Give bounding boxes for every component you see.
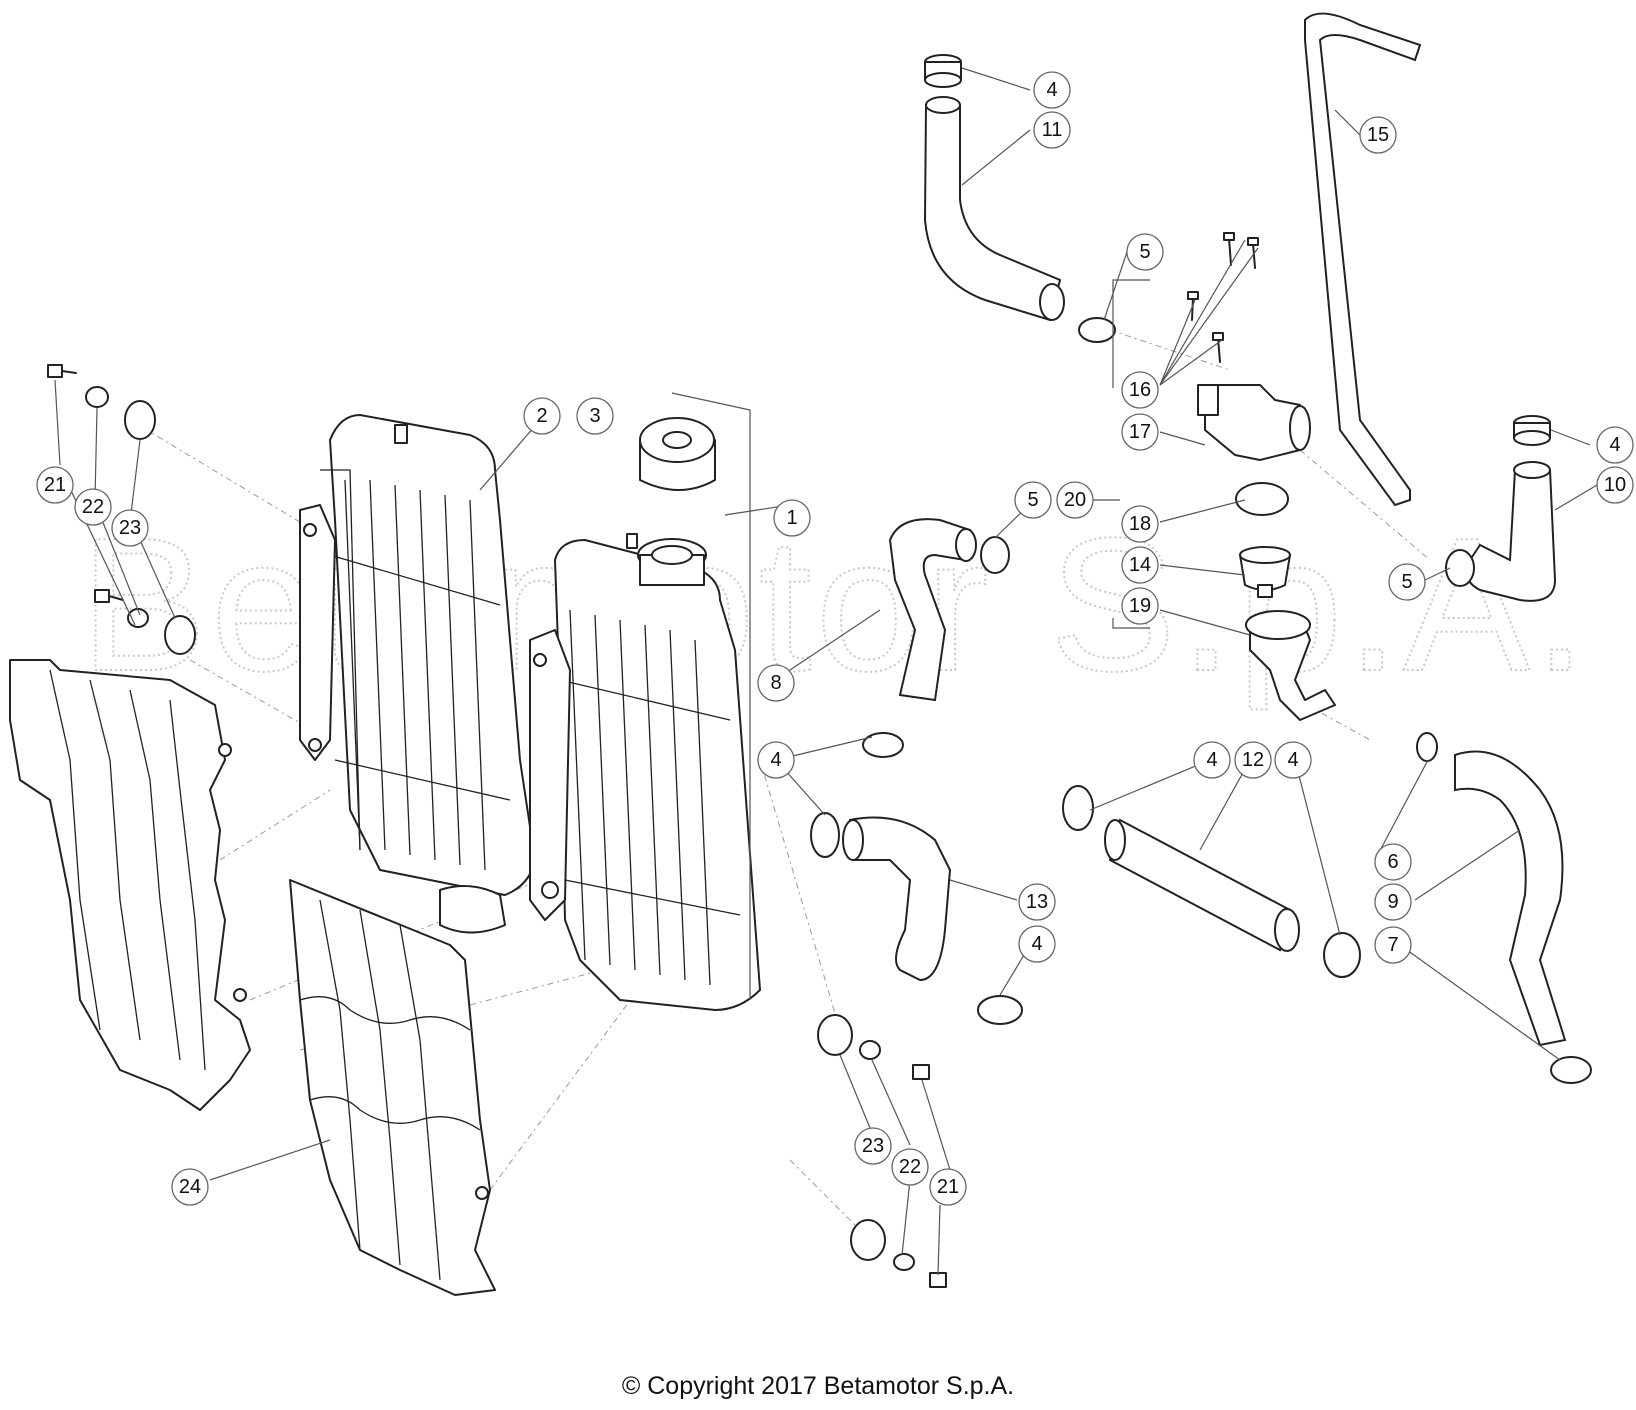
callout-6: 6 <box>1374 843 1412 881</box>
svg-text:4: 4 <box>770 749 781 771</box>
callout-leaders <box>54 67 1598 1276</box>
svg-text:5: 5 <box>1139 241 1150 263</box>
svg-text:21: 21 <box>44 474 66 496</box>
svg-text:17: 17 <box>1129 421 1151 443</box>
callout-11: 11 <box>1033 111 1071 149</box>
radiator-cap <box>639 417 716 491</box>
callout-2: 2 <box>523 397 561 435</box>
hose-8 <box>888 518 972 702</box>
callout-21-left: 21 <box>36 466 74 504</box>
fasteners <box>47 364 947 1288</box>
hose-15 <box>1304 12 1422 507</box>
svg-text:22: 22 <box>899 1156 921 1178</box>
callout-4-hose12-left: 4 <box>1193 741 1231 779</box>
callout-4-right: 4 <box>1596 426 1634 464</box>
svg-text:4: 4 <box>1206 749 1217 771</box>
svg-text:15: 15 <box>1367 124 1389 146</box>
callout-20: 20 <box>1056 481 1094 519</box>
hose-11-end <box>925 96 961 114</box>
svg-text:5: 5 <box>1027 489 1038 511</box>
copyright-notice: © Copyright 2017 Betamotor S.p.A. <box>621 1372 1015 1400</box>
callout-1: 1 <box>773 499 811 537</box>
hose-9 <box>1454 750 1567 1047</box>
svg-text:20: 20 <box>1064 489 1086 511</box>
callout-13: 13 <box>1018 883 1056 921</box>
svg-text:4: 4 <box>1609 434 1620 456</box>
callout-24: 24 <box>171 1168 209 1206</box>
callout-12: 12 <box>1234 741 1272 779</box>
svg-text:8: 8 <box>770 672 781 694</box>
callout-23-left: 23 <box>111 509 149 547</box>
svg-text:24: 24 <box>179 1176 201 1198</box>
callout-4-lower: 4 <box>1018 925 1056 963</box>
svg-text:19: 19 <box>1129 595 1151 617</box>
hose-13 <box>848 816 952 982</box>
svg-text:14: 14 <box>1129 554 1151 576</box>
hose-10-end <box>1513 461 1551 479</box>
screws-16 <box>1187 232 1259 363</box>
thermostat-14 <box>1239 546 1291 598</box>
svg-text:4: 4 <box>1031 933 1042 955</box>
svg-text:6: 6 <box>1387 851 1398 873</box>
svg-text:11: 11 <box>1042 119 1063 141</box>
callout-4-mid: 4 <box>757 741 795 779</box>
svg-text:5: 5 <box>1401 571 1412 593</box>
radiator-left <box>299 414 536 934</box>
svg-text:1: 1 <box>786 507 797 529</box>
callout-5-right: 5 <box>1388 563 1426 601</box>
callout-5-top: 5 <box>1126 233 1164 271</box>
svg-text:18: 18 <box>1129 513 1151 535</box>
svg-text:22: 22 <box>82 496 104 518</box>
callout-19: 19 <box>1121 587 1159 625</box>
o-ring-18 <box>1235 482 1289 516</box>
callout-4-top: 4 <box>1033 71 1071 109</box>
hose-12 <box>1108 818 1292 952</box>
callout-17: 17 <box>1121 413 1159 451</box>
svg-text:23: 23 <box>862 1135 884 1157</box>
thermostat-cover-19 <box>1245 610 1336 721</box>
thermostat-housing-17 <box>1197 384 1311 461</box>
svg-text:23: 23 <box>119 517 141 539</box>
svg-text:4: 4 <box>1287 749 1298 771</box>
callout-23-right: 23 <box>854 1127 892 1165</box>
hose-12-end <box>1104 819 1126 861</box>
callout-9: 9 <box>1374 883 1412 921</box>
callout-16: 16 <box>1121 371 1159 409</box>
svg-text:3: 3 <box>589 405 600 427</box>
hose-13-end <box>842 819 864 861</box>
clamps <box>810 54 1592 1084</box>
radiator-shroud <box>9 659 251 1111</box>
callout-22-left: 22 <box>74 488 112 526</box>
svg-text:10: 10 <box>1604 474 1626 496</box>
hose-8-end <box>955 528 977 562</box>
callout-22-right: 22 <box>891 1148 929 1186</box>
radiator-grille <box>289 879 496 1296</box>
callout-8: 8 <box>757 664 795 702</box>
callout-15: 15 <box>1359 116 1397 154</box>
svg-text:13: 13 <box>1026 891 1048 913</box>
callout-5-mid: 5 <box>1014 481 1052 519</box>
callout-14: 14 <box>1121 546 1159 584</box>
callout-10: 10 <box>1596 466 1634 504</box>
hose-11-end-lower <box>1039 283 1065 321</box>
svg-text:2: 2 <box>536 405 547 427</box>
svg-text:21: 21 <box>937 1176 959 1198</box>
svg-text:7: 7 <box>1387 934 1398 956</box>
callout-4-hose12-right: 4 <box>1274 741 1312 779</box>
svg-text:12: 12 <box>1242 749 1264 771</box>
radiator-right <box>529 533 761 1011</box>
callouts: 1 2 3 4 4 4 4 4 4 4 5 5 5 6 7 8 9 10 11 … <box>36 71 1634 1206</box>
svg-text:9: 9 <box>1387 891 1398 913</box>
svg-text:4: 4 <box>1046 79 1057 101</box>
callout-18: 18 <box>1121 505 1159 543</box>
callout-21-right: 21 <box>929 1168 967 1206</box>
hose-12-end-2 <box>1274 908 1300 952</box>
svg-text:16: 16 <box>1129 379 1151 401</box>
callout-7: 7 <box>1374 926 1412 964</box>
callout-3: 3 <box>576 397 614 435</box>
